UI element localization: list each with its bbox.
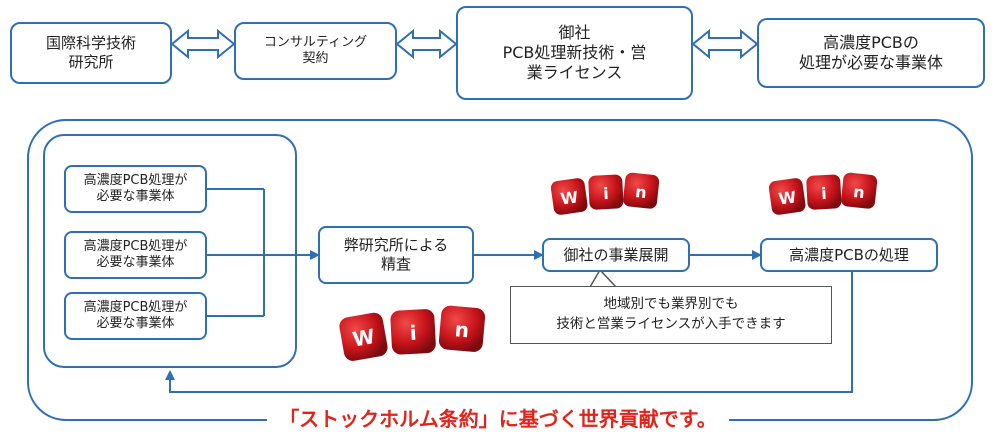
die-letter: i: [409, 321, 417, 345]
flow-arrows: [165, 250, 853, 393]
source-label: 高濃度PCB処理が 必要な事業体: [83, 172, 188, 204]
dice-group-top-right: W i n: [768, 172, 878, 215]
source-box-2: 高濃度PCB処理が 必要な事業体: [64, 231, 207, 279]
footer-banner: 「ストックホルム条約」に基づく世界貢献です。: [0, 403, 996, 432]
processing-box: 高濃度PCBの処理: [760, 238, 938, 272]
die-letter: W: [559, 187, 579, 208]
double-arrow-2: [395, 28, 458, 60]
dice-group-bottom: W i n: [339, 305, 486, 361]
processing-label: 高濃度PCBの処理: [789, 245, 909, 264]
double-arrow-1: [170, 28, 236, 60]
source-label: 高濃度PCB処理が 必要な事業体: [83, 238, 188, 270]
callout-text: 地域別でも業界別でも 技術と営業ライセンスが入手できます: [556, 296, 786, 332]
inspection-label: 弊研究所による 精査: [343, 236, 449, 273]
dice-group-top-center: W i n: [550, 172, 660, 215]
die-letter: W: [777, 187, 797, 208]
source-label: 高濃度PCB処理が 必要な事業体: [83, 299, 188, 331]
die-letter: n: [454, 317, 470, 342]
die-letter: n: [852, 182, 865, 202]
callout-box: 地域別でも業界別でも 技術と営業ライセンスが入手できます: [510, 286, 832, 344]
source-connectors: [207, 188, 320, 317]
businesses-label: 高濃度PCBの 処理が必要な事業体: [798, 33, 943, 72]
callout-pointer: [588, 268, 618, 288]
deployment-label: 御社の事業展開: [563, 245, 669, 264]
deployment-box: 御社の事業展開: [542, 238, 690, 272]
die-letter: n: [634, 182, 647, 202]
institute-box: 国際科学技術 研究所: [10, 22, 172, 84]
footer-text: 「ストックホルム条約」に基づく世界貢献です。: [267, 407, 729, 431]
your-company-box: 御社 PCB処理新技術・営 業ライセンス: [456, 6, 693, 100]
die-letter: i: [821, 184, 827, 203]
contract-box: コンサルティング 契約: [234, 22, 397, 80]
sources-group-frame: [43, 134, 297, 368]
institute-label: 国際科学技術 研究所: [45, 34, 136, 71]
businesses-box: 高濃度PCBの 処理が必要な事業体: [757, 18, 985, 88]
inspection-box: 弊研究所による 精査: [318, 226, 474, 284]
source-box-3: 高濃度PCB処理が 必要な事業体: [64, 292, 207, 340]
contract-label: コンサルティング 契約: [263, 34, 368, 66]
die-letter: i: [603, 184, 609, 203]
your-company-label: 御社 PCB処理新技術・営 業ライセンス: [502, 23, 647, 82]
source-box-1: 高濃度PCB処理が 必要な事業体: [64, 165, 207, 213]
die-letter: W: [351, 324, 377, 351]
double-arrow-3: [691, 28, 759, 60]
